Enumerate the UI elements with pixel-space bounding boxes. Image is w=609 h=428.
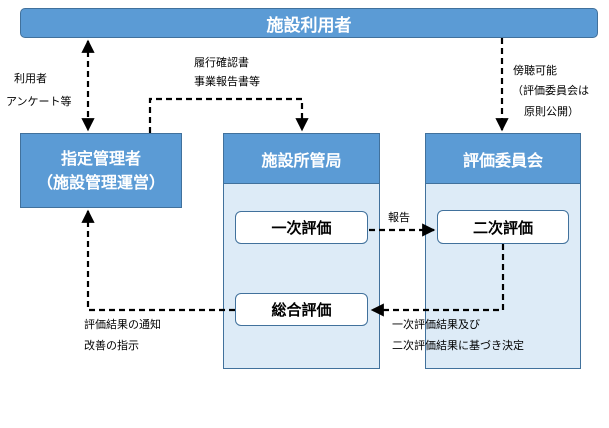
designated-manager-title: 指定管理者 — [60, 148, 141, 168]
committee-header: 評価委員会 — [425, 133, 581, 184]
report-label: 報告 — [388, 211, 410, 224]
notification-label-1: 評価結果の通知 — [84, 318, 161, 331]
notification-arrow — [81, 209, 235, 312]
survey-label-2: アンケート等 — [6, 95, 72, 108]
observation-label-2: （評価委員会は — [512, 84, 589, 97]
documents-arrow — [148, 97, 309, 133]
overall-evaluation-box: 総合評価 — [235, 293, 368, 326]
survey-label-1: 利用者 — [14, 72, 47, 85]
observation-label-1: 傍聴可能 — [513, 64, 557, 77]
facility-users-bar: 施設利用者 — [20, 8, 598, 38]
decision-label-2: 二次評価結果に基づき決定 — [392, 339, 524, 352]
designated-manager-box: 指定管理者 （施設管理運営） — [20, 133, 182, 208]
notification-label-2: 改善の指示 — [84, 339, 139, 352]
designated-manager-subtitle: （施設管理運営） — [36, 172, 165, 192]
documents-label-1: 履行確認書 — [194, 56, 249, 69]
facility-bureau-header: 施設所管局 — [223, 133, 380, 184]
observation-label-3: 原則公開） — [524, 105, 579, 118]
documents-label-2: 事業報告書等 — [194, 75, 260, 88]
secondary-evaluation-box: 二次評価 — [437, 210, 569, 244]
decision-label-1: 一次評価結果及び — [392, 318, 480, 331]
primary-evaluation-box: 一次評価 — [235, 211, 368, 244]
decision-arrow — [370, 244, 505, 317]
